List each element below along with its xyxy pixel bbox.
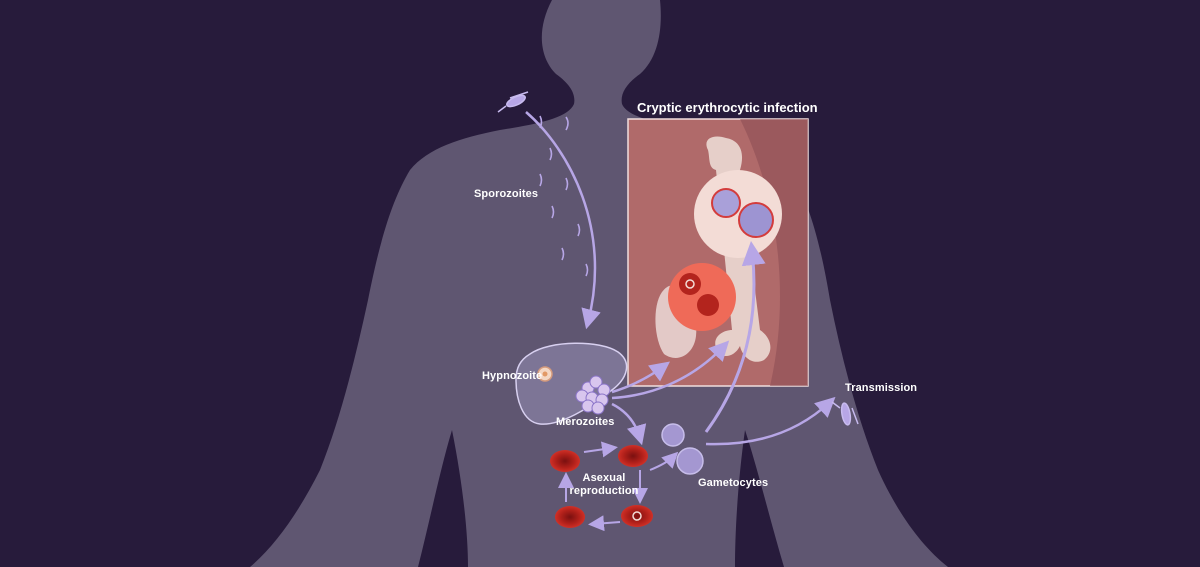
infected-cell [711,188,741,218]
red-blood-cell [550,450,580,472]
infected-cell [738,202,774,238]
red-blood-cell [621,505,653,527]
arrow-transmission [705,396,836,446]
label-merozoites: Merozoites [556,416,615,428]
arrow-to-blood [611,402,647,446]
parasite-ring [685,279,695,289]
arrow-to-gametocytes [649,451,679,471]
inset-shadow [740,119,808,386]
gametocyte [676,447,704,475]
label-asexual-line1: Asexual [582,472,626,484]
arrow-to-spleen [611,361,671,394]
label-gametocytes: Gametocytes [698,477,769,489]
label-sporozoites: Sporozoites [474,188,539,200]
sporozoite-squiggles [539,115,589,277]
arrow-up-to-marrow [704,241,766,433]
red-blood-cell [618,445,648,467]
label-asexual-line2: reproduction [569,485,639,497]
sporozoite-arrow [525,111,601,330]
hypnozoite-nucleus [542,371,548,377]
arrow-to-bone-marrow [611,340,730,400]
label-asexual-reproduction: Asexual reproduction [568,472,640,498]
mosquito-icon [497,91,529,113]
body-silhouette [250,0,948,567]
cycle-arrow [583,441,618,458]
label-transmission: Transmission [845,382,918,394]
liver-icon [515,342,628,425]
parasite-ring [632,511,642,521]
infected-red-cell [697,294,719,316]
red-blood-cell [555,506,585,528]
infected-red-cell [679,273,701,295]
mosquito-transmission-icon [831,401,859,426]
merozoite-cluster [575,375,611,415]
gametocyte [661,423,685,447]
cycle-arrow [588,515,621,532]
inset-title: Cryptic erythrocytic infection [637,100,818,115]
asexual-cycle [550,441,653,532]
label-hypnozoite: Hypnozoite [482,370,543,382]
